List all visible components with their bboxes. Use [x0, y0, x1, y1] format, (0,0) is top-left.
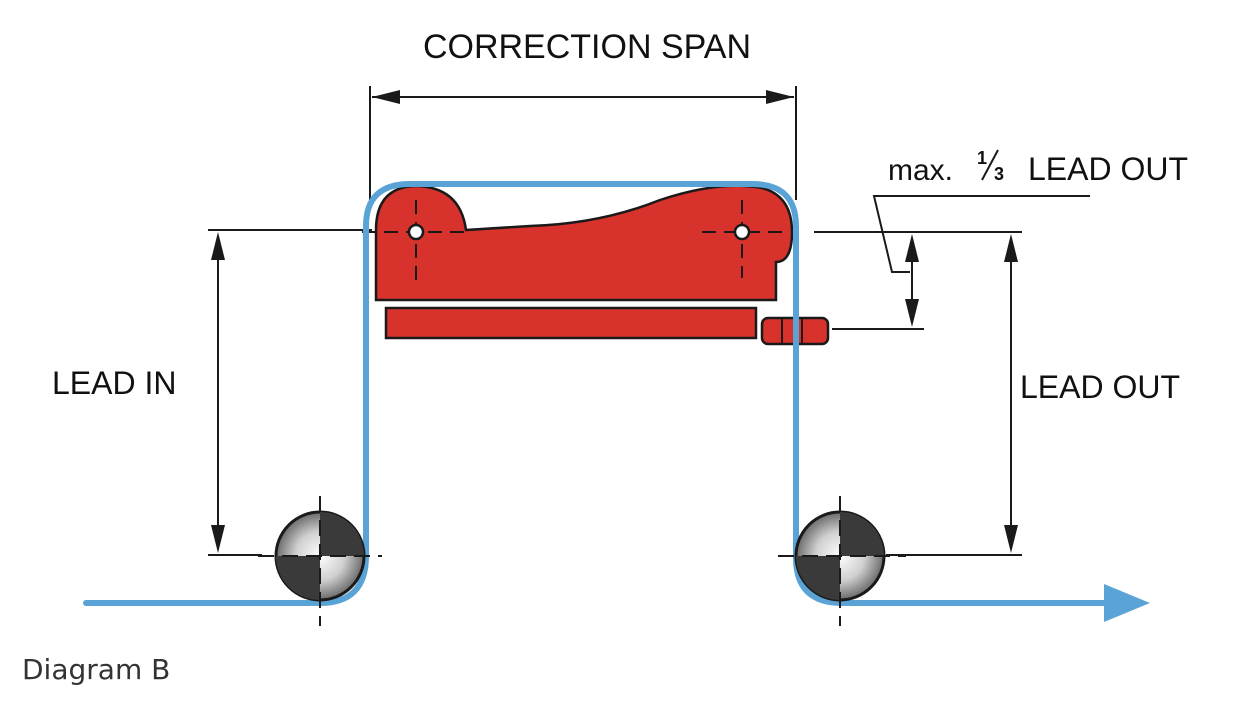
max-arrow-top	[905, 234, 919, 262]
roller-entry	[258, 496, 382, 626]
max-arrow-bottom	[905, 299, 919, 327]
roller-exit	[778, 496, 906, 626]
fraction-bar	[981, 149, 999, 181]
lead-out-arrow-top	[1004, 234, 1018, 262]
lead-out-arrow-bottom	[1004, 525, 1018, 553]
span-arrow-left	[372, 90, 400, 104]
web-guide	[374, 184, 830, 346]
max-suffix-label: LEAD OUT	[1028, 151, 1188, 187]
correction-span-label: CORRECTION SPAN	[423, 28, 751, 66]
pivot-left	[362, 200, 468, 286]
lead-out-label: LEAD OUT	[1020, 369, 1180, 405]
guide-main-body	[374, 184, 794, 302]
correction-span-dimension	[369, 86, 797, 200]
web-path	[83, 181, 1107, 606]
web-arrowhead	[1104, 584, 1150, 622]
span-arrow-right	[766, 90, 794, 104]
lead-in-label: LEAD IN	[52, 365, 176, 401]
max-prefix-label: max.	[888, 154, 953, 187]
lead-in-arrow-top	[211, 232, 225, 260]
pivot-right	[702, 200, 790, 278]
lead-in-arrow-bottom	[211, 525, 225, 553]
guide-lower-plate	[384, 306, 758, 340]
lead-out-dimension	[814, 231, 1022, 556]
max-leader-line	[872, 195, 1090, 273]
fraction-denominator: 3	[994, 164, 1004, 184]
max-lead-out-dimension	[832, 195, 1090, 330]
diagram-caption: Diagram B	[22, 653, 170, 686]
fraction-numerator: 1	[977, 148, 987, 168]
lead-in-dimension	[208, 229, 372, 556]
